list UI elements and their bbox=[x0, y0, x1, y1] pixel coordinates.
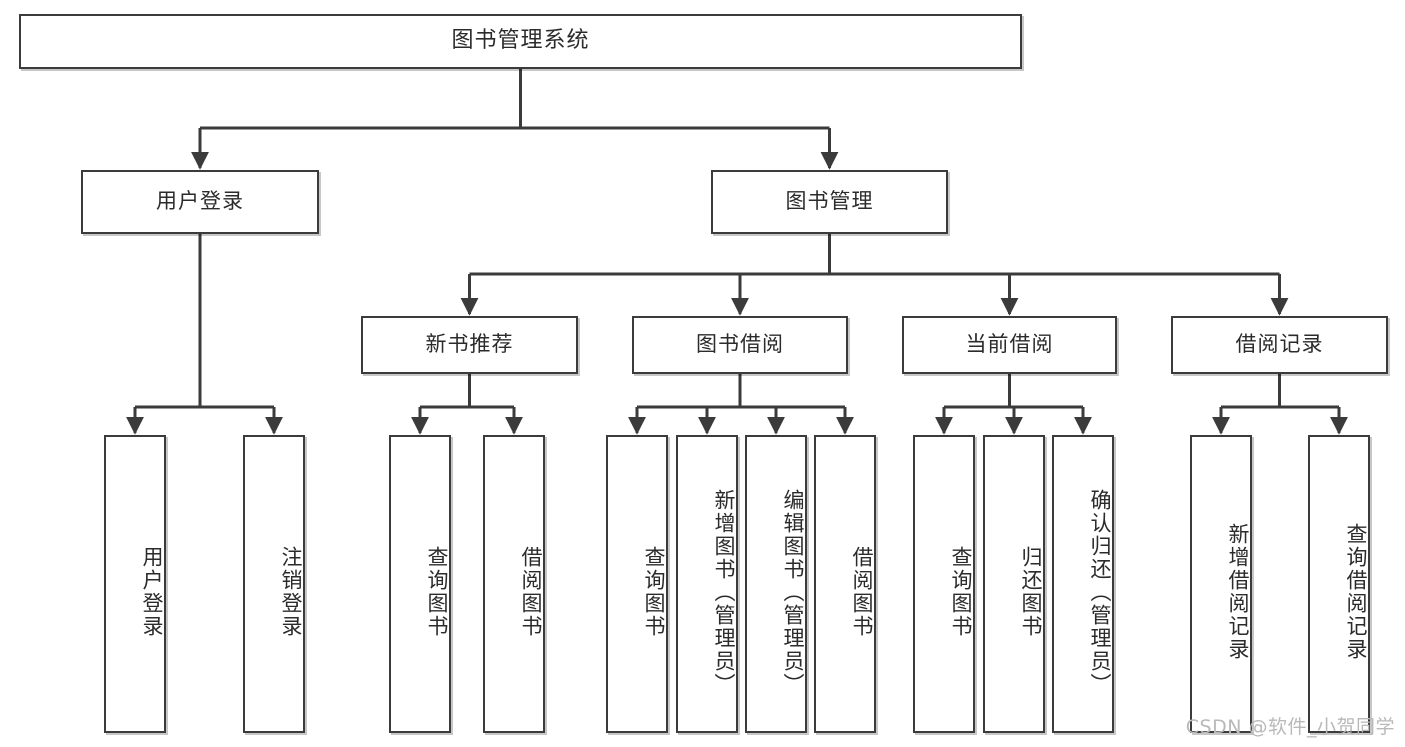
node-leaf-add-book[interactable]: 新增图书（管理员） bbox=[676, 435, 738, 733]
node-user-login[interactable]: 用户登录 bbox=[81, 170, 319, 234]
node-root[interactable]: 图书管理系统 bbox=[19, 14, 1022, 69]
node-label: 图书借阅 bbox=[696, 332, 784, 357]
node-new-book-recommend[interactable]: 新书推荐 bbox=[361, 316, 578, 374]
node-label: 用户登录 bbox=[156, 189, 244, 214]
node-leaf-query-book-1[interactable]: 查询图书 bbox=[389, 435, 451, 733]
node-leaf-confirm-return[interactable]: 确认归还（管理员） bbox=[1052, 435, 1114, 733]
node-label: 编辑图书（管理员） bbox=[781, 488, 805, 696]
node-label: 借阅图书 bbox=[519, 546, 543, 638]
node-label: 用户登录 bbox=[140, 546, 164, 638]
node-label: 图书管理系统 bbox=[451, 28, 590, 54]
node-borrow-record[interactable]: 借阅记录 bbox=[1171, 316, 1388, 374]
node-leaf-user-login[interactable]: 用户登录 bbox=[104, 435, 166, 733]
node-label: 查询图书 bbox=[425, 546, 449, 638]
node-label: 查询图书 bbox=[949, 546, 973, 638]
node-book-manage[interactable]: 图书管理 bbox=[711, 170, 948, 234]
node-leaf-user-logout[interactable]: 注销登录 bbox=[243, 435, 305, 733]
node-current-borrow[interactable]: 当前借阅 bbox=[902, 316, 1117, 374]
node-label: 查询图书 bbox=[642, 546, 666, 638]
node-label: 借阅记录 bbox=[1235, 332, 1324, 357]
node-label: 确认归还（管理员） bbox=[1088, 488, 1112, 696]
node-book-borrow[interactable]: 图书借阅 bbox=[632, 316, 848, 374]
csdn-watermark: CSDN @软件_小贺同学 bbox=[1185, 716, 1395, 738]
node-leaf-borrow-book-1[interactable]: 借阅图书 bbox=[483, 435, 545, 733]
node-leaf-edit-book[interactable]: 编辑图书（管理员） bbox=[745, 435, 807, 733]
node-label: 新书推荐 bbox=[425, 332, 514, 357]
node-label: 新增借阅记录 bbox=[1226, 523, 1250, 661]
node-leaf-add-record[interactable]: 新增借阅记录 bbox=[1190, 435, 1252, 733]
node-label: 新增图书（管理员） bbox=[712, 488, 736, 696]
node-leaf-query-book-2[interactable]: 查询图书 bbox=[606, 435, 668, 733]
node-label: 当前借阅 bbox=[965, 332, 1054, 357]
node-leaf-borrow-book-2[interactable]: 借阅图书 bbox=[814, 435, 876, 733]
node-label: 注销登录 bbox=[279, 546, 303, 638]
node-label: 归还图书 bbox=[1019, 546, 1043, 638]
node-leaf-return-book[interactable]: 归还图书 bbox=[983, 435, 1045, 733]
node-leaf-query-record[interactable]: 查询借阅记录 bbox=[1308, 435, 1370, 733]
node-label: 查询借阅记录 bbox=[1344, 523, 1368, 661]
node-label: 图书管理 bbox=[785, 189, 874, 214]
node-leaf-query-book-3[interactable]: 查询图书 bbox=[913, 435, 975, 733]
node-label: 借阅图书 bbox=[850, 546, 874, 638]
